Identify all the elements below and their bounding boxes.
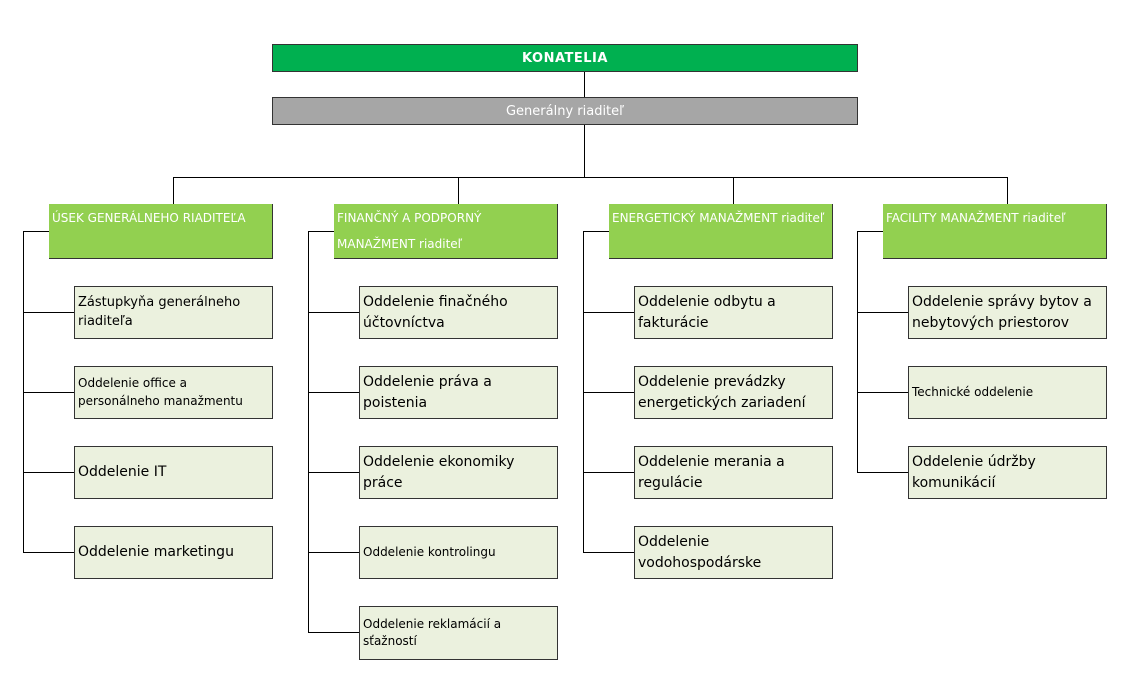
- dept-box: Oddelenie merania a regulácie: [634, 446, 833, 499]
- connector-col4-drop: [1007, 177, 1008, 204]
- konatelia-title: KONATELIA: [522, 50, 608, 66]
- col3-branch: [583, 472, 634, 473]
- dept-box: Oddelenie vodohospodárske: [634, 526, 833, 579]
- col2-branch: [308, 632, 359, 633]
- connector-horizontal: [173, 177, 1008, 178]
- col2-branch: [308, 552, 359, 553]
- dept-box: Oddelenie finačného účtovníctva: [359, 286, 558, 339]
- col4-branch: [857, 392, 908, 393]
- col4-branch: [857, 231, 883, 232]
- connector-col2-drop: [458, 177, 459, 204]
- dept-box: Technické oddelenie: [908, 366, 1107, 419]
- dept-box: Oddelenie prevádzky energetických zariad…: [634, 366, 833, 419]
- director-title: Generálny riaditeľ: [505, 103, 625, 119]
- col1-branch: [23, 231, 49, 232]
- dept-box: Oddelenie kontrolingu: [359, 526, 558, 579]
- dept-box: Oddelenie správy bytov a nebytových prie…: [908, 286, 1107, 339]
- col3-branch: [583, 312, 634, 313]
- dept-box: Oddelenie IT: [74, 446, 273, 499]
- dept-box: Oddelenie reklamácií a sťažností: [359, 606, 558, 660]
- dept-box: Oddelenie office a personálneho manažmen…: [74, 366, 273, 419]
- dept-box: Zástupkyňa generálneho riaditeľa: [74, 286, 273, 339]
- col2-branch: [308, 472, 359, 473]
- director-box: Generálny riaditeľ: [272, 97, 858, 125]
- column-head-finance: FINANČNÝ A PODPORNÝ MANAŽMENT riaditeľ: [334, 204, 558, 259]
- col3-branch: [583, 231, 609, 232]
- col2-spine: [308, 231, 309, 633]
- col1-branch: [23, 312, 74, 313]
- konatelia-box: KONATELIA: [272, 44, 858, 72]
- col2-branch: [308, 312, 359, 313]
- col3-branch: [583, 552, 634, 553]
- dept-box: Oddelenie marketingu: [74, 526, 273, 579]
- col2-branch: [308, 231, 334, 232]
- col2-branch: [308, 392, 359, 393]
- dept-box: Oddelenie ekonomiky práce: [359, 446, 558, 499]
- col4-branch: [857, 472, 908, 473]
- col1-branch: [23, 472, 74, 473]
- col4-branch: [857, 312, 908, 313]
- dept-box: Oddelenie odbytu a fakturácie: [634, 286, 833, 339]
- connector-col1-drop: [173, 177, 174, 204]
- connector-top: [584, 72, 585, 97]
- connector-col3-drop: [733, 177, 734, 204]
- dept-box: Oddelenie údržby komunikácií: [908, 446, 1107, 499]
- col4-spine: [857, 231, 858, 473]
- col1-branch: [23, 552, 74, 553]
- column-head-facility: FACILITY MANAŽMENT riaditeľ: [883, 204, 1107, 259]
- dept-box: Oddelenie práva a poistenia: [359, 366, 558, 419]
- col3-branch: [583, 392, 634, 393]
- connector-director-down: [584, 125, 585, 178]
- column-head-general: ÚSEK GENERÁLNEHO RIADITEĽA: [49, 204, 273, 259]
- col1-branch: [23, 392, 74, 393]
- column-head-energy: ENERGETICKÝ MANAŽMENT riaditeľ: [609, 204, 833, 259]
